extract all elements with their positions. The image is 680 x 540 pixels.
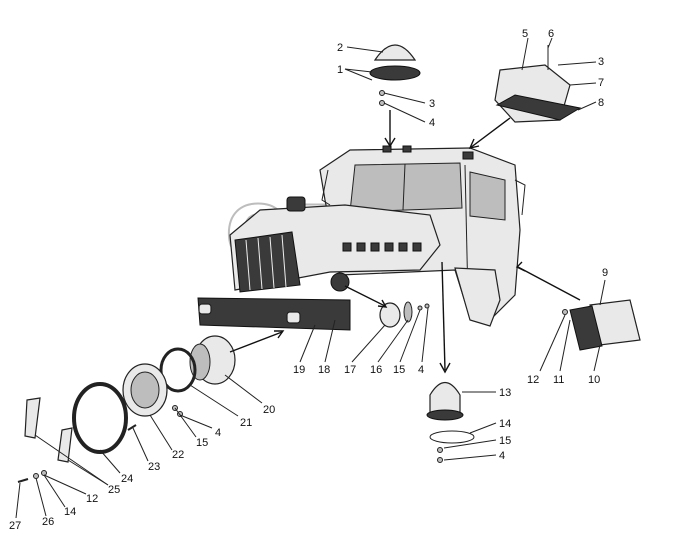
callout-1: 1: [337, 64, 343, 76]
callout-25: 25: [108, 484, 120, 496]
callout-3: 3: [598, 56, 604, 68]
side-lamp-right: [562, 299, 641, 351]
callout-9: 9: [602, 267, 608, 279]
callout-4: 4: [499, 450, 505, 462]
callout-22: 22: [172, 449, 184, 461]
callout-21: 21: [240, 417, 252, 429]
callout-12: 12: [527, 374, 539, 386]
truck-bumper: [197, 297, 351, 331]
callout-20: 20: [263, 404, 275, 416]
callout-14: 14: [499, 418, 511, 430]
callout-17: 17: [344, 364, 356, 376]
callout-11: 11: [553, 374, 564, 386]
callout-7: 7: [598, 77, 604, 89]
callout-16: 16: [370, 364, 382, 376]
assembly-arrows: [229, 110, 581, 374]
callout-12: 12: [86, 493, 98, 505]
small-lamp: [379, 301, 430, 328]
callout-19: 19: [293, 364, 305, 376]
callout-5: 5: [522, 28, 528, 40]
callout-27: 27: [9, 520, 21, 532]
callout-24: 24: [121, 473, 133, 485]
callout-6: 6: [548, 28, 554, 40]
callout-10: 10: [588, 374, 600, 386]
callout-23: 23: [148, 461, 160, 473]
truck-fender: [454, 267, 501, 327]
callout-13: 13: [499, 387, 511, 399]
leader-lines: [15, 37, 606, 519]
rotating-beacon: [426, 381, 475, 463]
callout-15: 15: [393, 364, 405, 376]
callout-4: 4: [418, 364, 424, 376]
headlamp-assembly: [17, 335, 236, 483]
roof-lamp-assembly: [369, 44, 421, 106]
truck-hood: [229, 196, 441, 293]
callout-labels: 2 1 3 4 5 6 3 7 8 9 10 11 12 13 14 15 4 …: [9, 28, 608, 532]
marker-lamp-top: [494, 45, 582, 123]
callout-15: 15: [499, 435, 511, 447]
callout-15: 15: [196, 437, 208, 449]
callout-4: 4: [429, 117, 435, 129]
callout-2: 2: [337, 42, 343, 54]
callout-26: 26: [42, 516, 54, 528]
callout-3: 3: [429, 98, 435, 110]
callout-14: 14: [64, 506, 76, 518]
callout-8: 8: [598, 97, 604, 109]
callout-4: 4: [215, 427, 221, 439]
callout-18: 18: [318, 364, 330, 376]
